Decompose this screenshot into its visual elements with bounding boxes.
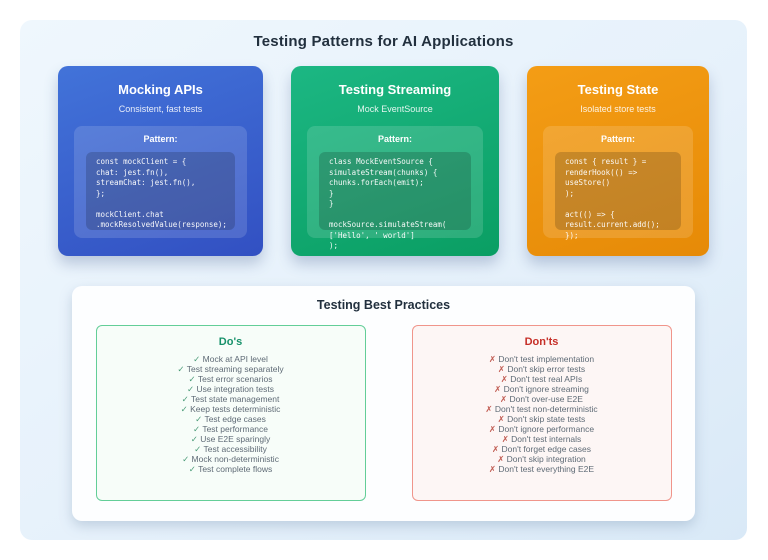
donts-item: ✗ Don't skip integration (497, 454, 586, 464)
card-subtitle: Mock EventSource (357, 104, 433, 114)
code-line: }); (565, 230, 579, 240)
donts-item: ✗ Don't ignore streaming (494, 384, 589, 394)
code-line: .mockResolvedValue(response); (96, 220, 227, 229)
dos-item: ✓ Test accessibility (194, 444, 267, 454)
dos-item: ✓ Test performance (192, 424, 268, 434)
donts-item: ✗ Don't ignore performance (488, 424, 595, 434)
card-title: Mocking APIs (118, 82, 203, 97)
donts-item: ✗ Don't test internals (501, 434, 582, 444)
code-line: chunks.forEach(emit); (329, 178, 424, 187)
pattern-panel: Pattern: const { result } =renderHook(()… (543, 126, 693, 240)
best-practices-boxes: Do's ✓ Mock at API level✓ Test streaming… (72, 325, 695, 501)
pattern-label: Pattern: (600, 134, 635, 144)
code-line (329, 210, 461, 221)
code-line (565, 199, 671, 210)
code-line: ['Hello', ' world'] (329, 230, 415, 240)
donts-box: Don'ts ✗ Don't test implementation✗ Don'… (411, 325, 672, 501)
page-title: Testing Patterns for AI Applications (253, 33, 514, 50)
code-line: streamChat: jest.fn(), (96, 178, 196, 187)
dos-item: ✓ Test error scenarios (188, 374, 273, 384)
code-line (96, 199, 225, 210)
donts-item: ✗ Don't test implementation (488, 354, 595, 364)
code-block: const mockClient = {chat: jest.fn(),stre… (86, 152, 235, 230)
dos-title: Do's (218, 336, 243, 348)
donts-item: ✗ Don't test everything E2E (488, 464, 595, 474)
donts-item: ✗ Don't forget edge cases (492, 444, 591, 454)
dos-item: ✓ Test state management (181, 394, 280, 404)
code-line: ); (329, 241, 339, 250)
dos-item: ✓ Mock at API level (193, 354, 268, 364)
dos-box: Do's ✓ Mock at API level✓ Test streaming… (95, 325, 366, 501)
code-line: }; (96, 188, 106, 198)
card-testing-streaming: Testing Streaming Mock EventSource Patte… (291, 66, 499, 256)
dos-item: ✓ Test streaming separately (177, 364, 284, 374)
card-mocking-apis: Mocking APIs Consistent, fast tests Patt… (58, 66, 263, 256)
code-block: class MockEventSource {simulateStream(ch… (319, 152, 471, 250)
card-title: Testing Streaming (338, 82, 452, 97)
code-line: mockClient.chat (96, 209, 164, 219)
card-title: Testing State (577, 82, 659, 97)
dos-item: ✓ Use E2E sparingly (190, 434, 271, 444)
pattern-label: Pattern: (143, 134, 178, 144)
pattern-cards-row: Mocking APIs Consistent, fast tests Patt… (20, 66, 747, 256)
code-line: useStore() (565, 178, 611, 187)
dos-list: ✓ Mock at API level✓ Test streaming sepa… (97, 354, 365, 474)
donts-item: ✗ Don't test real APIs (500, 374, 583, 384)
code-line: result.current.add(); (565, 220, 660, 229)
code-line: act(() => { (565, 209, 615, 219)
pattern-panel: Pattern: class MockEventSource {simulate… (307, 126, 483, 250)
donts-item: ✗ Don't test non-deterministic (485, 404, 598, 414)
code-block: const { result } =renderHook(() =>useSto… (555, 152, 681, 240)
code-line: } (329, 199, 334, 208)
code-line: class MockEventSource { (329, 157, 433, 166)
pattern-label: Pattern: (377, 134, 412, 144)
donts-item: ✗ Don't over-use E2E (500, 394, 583, 404)
dos-item: ✓ Mock non-deterministic (182, 454, 279, 464)
card-subtitle: Consistent, fast tests (118, 104, 203, 114)
code-line: renderHook(() => (565, 167, 638, 177)
code-line: } (329, 188, 334, 198)
code-line: chat: jest.fn(), (96, 167, 169, 177)
donts-item: ✗ Don't skip error tests (497, 364, 586, 374)
best-practices-panel: Testing Best Practices Do's ✓ Mock at AP… (72, 286, 695, 521)
card-testing-state: Testing State Isolated store tests Patte… (527, 66, 709, 256)
donts-title: Don'ts (524, 336, 559, 348)
code-line: simulateStream(chunks) { (329, 167, 438, 177)
card-subtitle: Isolated store tests (580, 104, 656, 114)
pattern-panel: Pattern: const mockClient = {chat: jest.… (74, 126, 247, 238)
best-practices-title: Testing Best Practices (316, 298, 451, 312)
dos-item: ✓ Use integration tests (187, 384, 274, 394)
diagram-panel: Testing Patterns for AI Applications Moc… (20, 20, 747, 540)
code-line: const mockClient = { (96, 157, 187, 166)
dos-item: ✓ Test complete flows (188, 464, 273, 474)
code-line: ); (565, 188, 575, 198)
donts-list: ✗ Don't test implementation✗ Don't skip … (413, 354, 671, 474)
donts-item: ✗ Don't skip state tests (497, 414, 586, 424)
code-line: mockSource.simulateStream( (329, 220, 447, 229)
dos-item: ✓ Keep tests deterministic (180, 404, 281, 414)
dos-item: ✓ Test edge cases (195, 414, 266, 424)
code-line: const { result } = (565, 157, 647, 166)
